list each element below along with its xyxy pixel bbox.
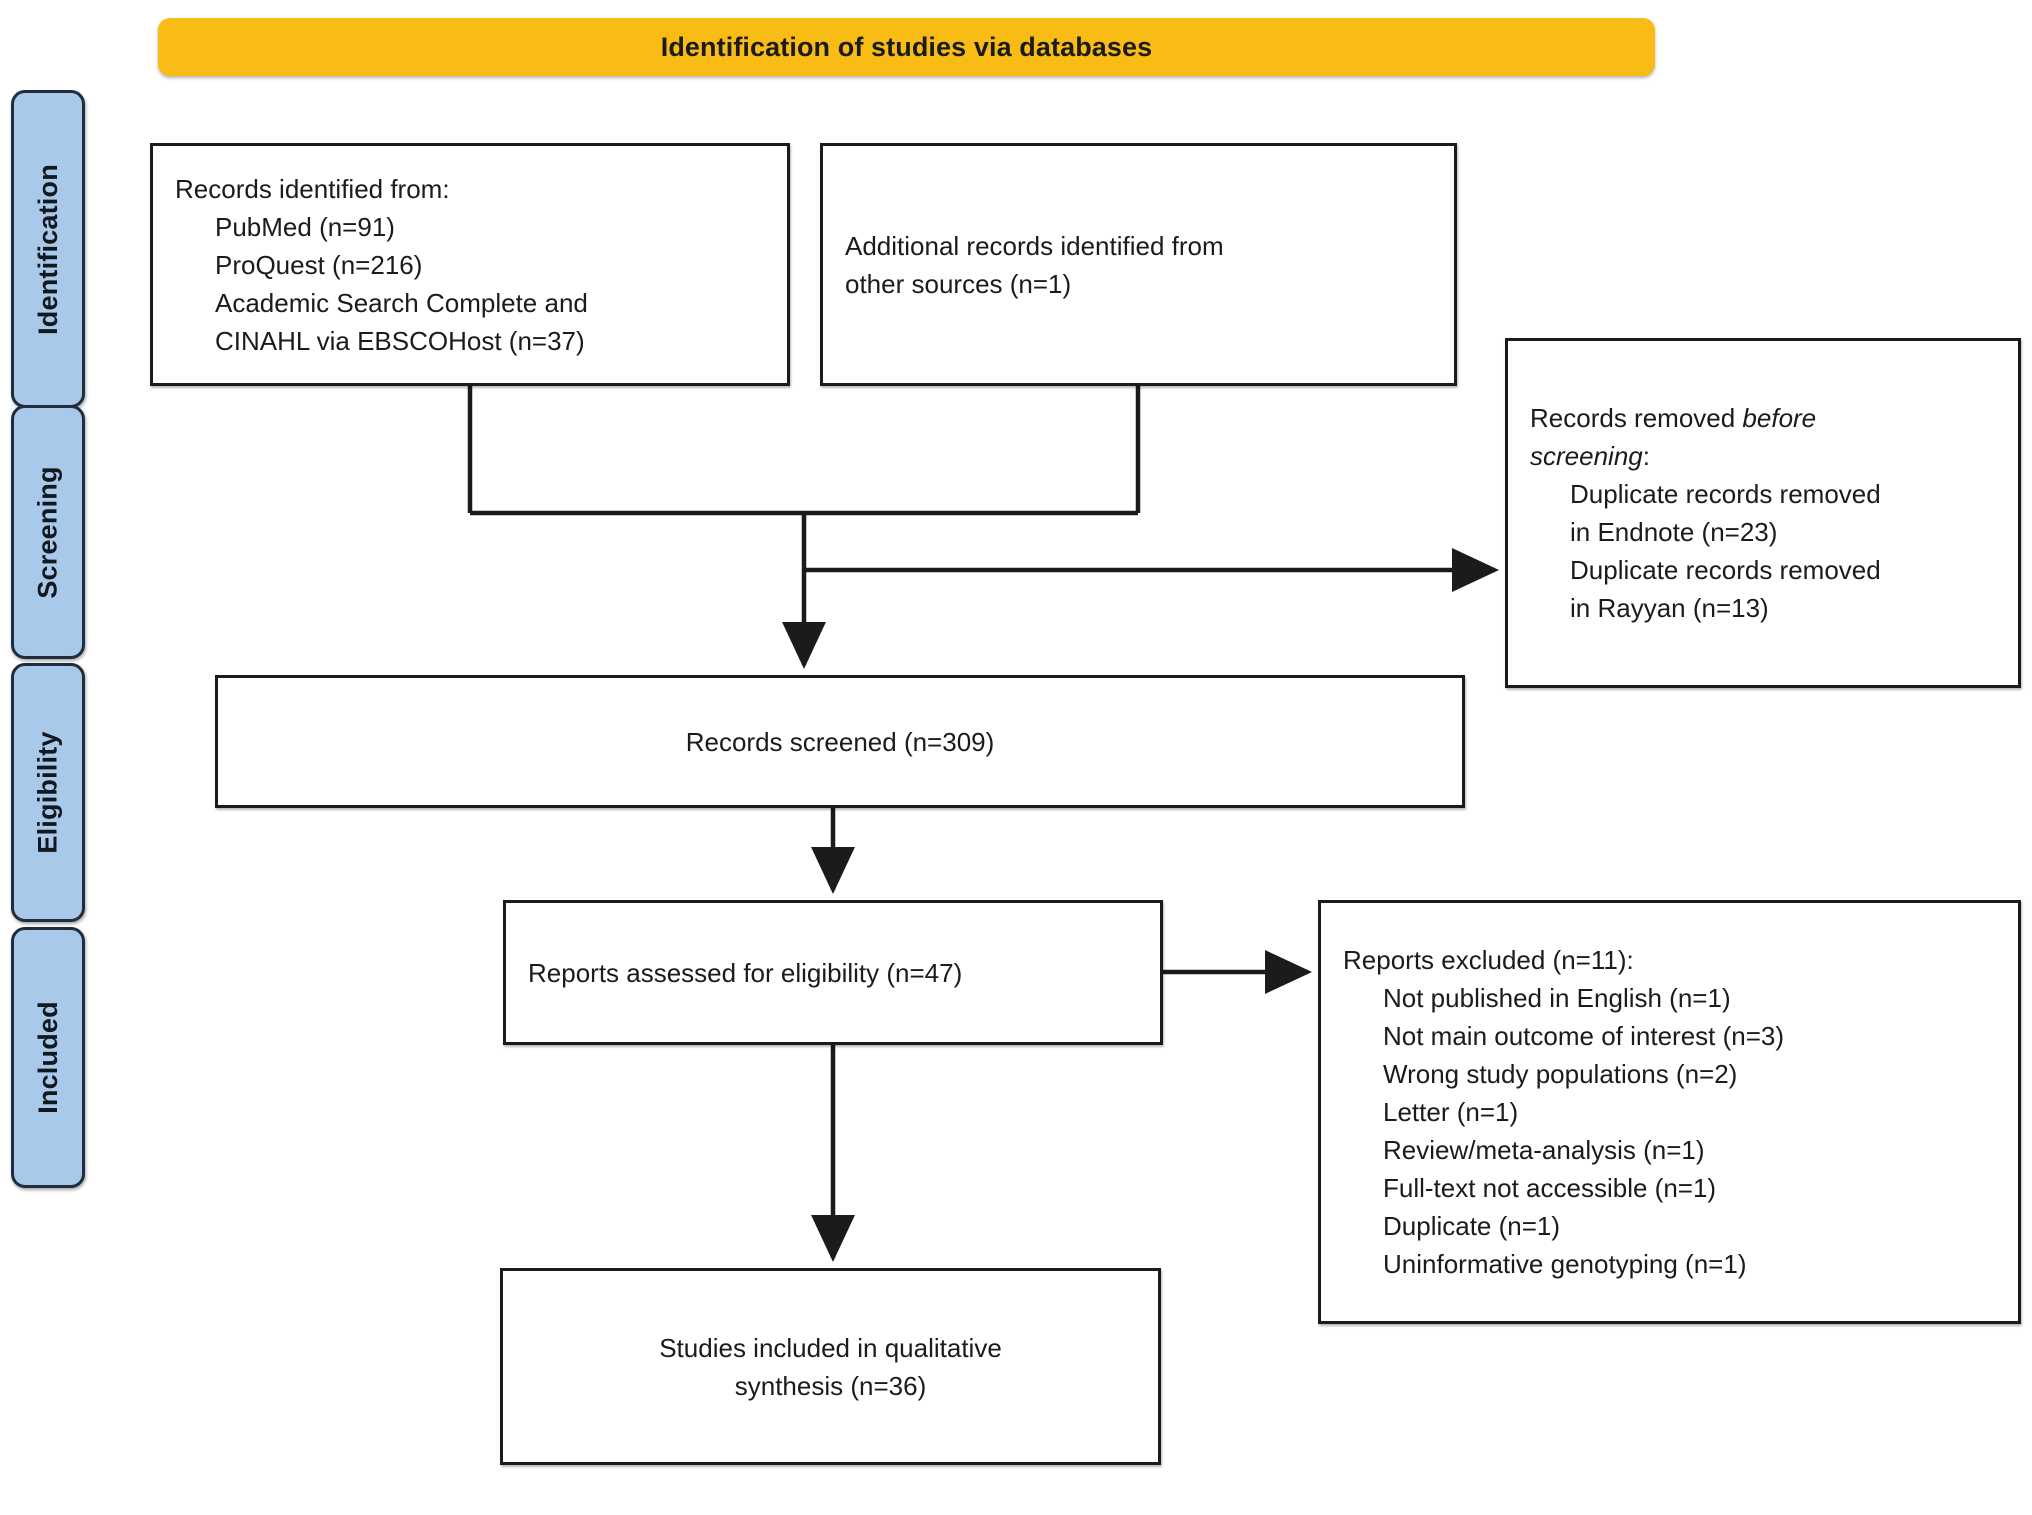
box-reports-assessed-eligibility: Reports assessed for eligibility (n=47) [503,900,1163,1045]
source-item-cinahl: CINAHL via EBSCOHost (n=37) [215,325,585,356]
box-records-identified: Records identified from: PubMed (n=91) P… [150,143,790,386]
studies-included-line1: Studies included in qualitative [659,1332,1002,1363]
removed-heading-line2: screening: [1508,437,2018,475]
reports-assessed-text: Reports assessed for eligibility (n=47) [528,957,963,988]
box-heading: Records identified from: [175,173,450,204]
box-reports-excluded: Reports excluded (n=11): Not published i… [1318,900,2021,1324]
removed-heading-colon: : [1642,441,1650,471]
removed-heading-emphasis: before [1742,403,1817,433]
studies-included-line2: synthesis (n=36) [734,1370,927,1401]
additional-records-line2: other sources (n=1) [845,268,1072,299]
stage-label-included: Included [11,927,85,1188]
removed-item-rayyan-2: in Rayyan (n=13) [1570,593,1769,623]
page-title: Identification of studies via databases [660,31,1153,62]
removed-heading-pre: Records removed [1530,403,1743,433]
stage-label-screening: Screening [11,405,85,659]
source-item-academic-search: Academic Search Complete and [215,287,588,318]
records-screened-text: Records screened (n=309) [685,726,995,757]
stage-label-text: Screening [32,465,63,599]
stage-label-text: Identification [32,163,63,335]
removed-item-endnote-1: Duplicate records removed [1570,479,1881,509]
stage-label-eligibility: Eligibility [11,663,85,922]
excluded-item-not-main-outcome: Not main outcome of interest (n=3) [1383,1021,1785,1051]
removed-heading-emphasis2: screening [1530,441,1643,471]
removed-item-rayyan-1: Duplicate records removed [1570,555,1881,585]
excluded-item-duplicate: Duplicate (n=1) [1383,1211,1561,1241]
excluded-item-wrong-population: Wrong study populations (n=2) [1383,1059,1738,1089]
removed-heading-line1: Records removed before [1508,399,2018,437]
source-item-proquest: ProQuest (n=216) [215,249,423,280]
diagram-header-banner: Identification of studies via databases [158,18,1655,76]
stage-label-text: Eligibility [32,731,63,854]
stage-label-text: Included [32,1001,63,1114]
excluded-item-uninformative: Uninformative genotyping (n=1) [1383,1249,1747,1279]
source-item-pubmed: PubMed (n=91) [215,211,395,242]
box-records-removed: Records removed before screening: Duplic… [1505,338,2021,688]
excluded-item-not-english: Not published in English (n=1) [1383,983,1731,1013]
box-additional-records: Additional records identified from other… [820,143,1457,386]
excluded-item-letter: Letter (n=1) [1383,1097,1519,1127]
additional-records-line1: Additional records identified from [845,230,1224,261]
box-studies-included: Studies included in qualitative synthesi… [500,1268,1161,1465]
excluded-item-fulltext: Full-text not accessible (n=1) [1383,1173,1717,1203]
excluded-item-review-meta: Review/meta-analysis (n=1) [1383,1135,1705,1165]
removed-item-endnote-2: in Endnote (n=23) [1570,517,1778,547]
stage-label-identification: Identification [11,90,85,408]
box-records-screened: Records screened (n=309) [215,675,1465,808]
excluded-heading: Reports excluded (n=11): [1343,945,1634,975]
